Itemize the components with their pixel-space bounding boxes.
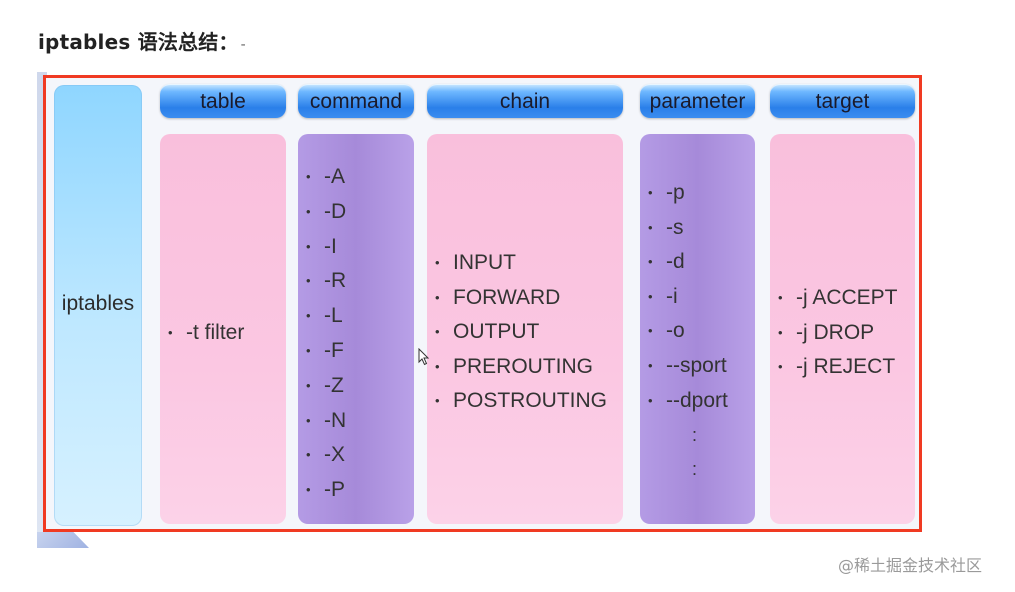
chain-option-item: POSTROUTING [435, 384, 621, 419]
target-option-item: -j REJECT [778, 350, 913, 385]
parameter-option-item: -i [648, 280, 753, 315]
command-option-item: -X [306, 438, 412, 473]
command-option-item: -I [306, 230, 412, 265]
table-options-list: -t filter [168, 316, 284, 350]
command-option-item: -D [306, 195, 412, 230]
parameter-more-dot: : [692, 459, 698, 479]
header-parameter: parameter [640, 84, 755, 118]
page-title: iptables 语法总结：- [38, 26, 246, 55]
chain-options-list: INPUTFORWARDOUTPUTPREROUTINGPOSTROUTING [435, 246, 621, 419]
mouse-pointer-icon [418, 348, 430, 366]
page-title-text: iptables 语法总结： [38, 30, 239, 54]
command-option-item: -Z [306, 369, 412, 404]
command-option-item: -A [306, 160, 412, 195]
chain-option-item: OUTPUT [435, 315, 621, 350]
command-options-list: -A-D-I-R-L-F-Z-N-X-P [306, 160, 412, 508]
parameter-more-dot: : [692, 425, 698, 445]
watermark: @稀土掘金技术社区 [838, 556, 983, 575]
column-parameter: -p-s-d-i-o--sport--dport :: [640, 134, 755, 524]
header-command: command [298, 84, 414, 118]
slide-left-edge [37, 72, 47, 548]
column-chain: INPUTFORWARDOUTPUTPREROUTINGPOSTROUTING [427, 134, 623, 524]
chain-option-item: INPUT [435, 246, 621, 281]
target-options-list: -j ACCEPT-j DROP-j REJECT [778, 281, 913, 385]
command-option-item: -R [306, 264, 412, 299]
parameter-option-item: --sport [648, 349, 753, 384]
root-node-iptables: iptables [54, 85, 142, 526]
chain-option-item: PREROUTING [435, 350, 621, 385]
parameter-options-list: -p-s-d-i-o--sport--dport [648, 176, 753, 418]
column-target: -j ACCEPT-j DROP-j REJECT [770, 134, 915, 524]
header-table: table [160, 84, 286, 118]
command-option-item: -N [306, 404, 412, 439]
parameter-option-item: -p [648, 176, 753, 211]
parameter-more-ellipsis: :: [692, 418, 697, 486]
table-option-item: -t filter [168, 316, 284, 350]
target-option-item: -j ACCEPT [778, 281, 913, 316]
root-node-label: iptables [61, 292, 135, 315]
command-option-item: -F [306, 334, 412, 369]
header-target: target [770, 84, 915, 118]
parameter-option-item: -s [648, 211, 753, 246]
parameter-option-item: --dport [648, 384, 753, 419]
chain-option-item: FORWARD [435, 281, 621, 316]
column-table: -t filter [160, 134, 286, 524]
slide-corner-accent [37, 532, 89, 548]
command-option-item: -P [306, 473, 412, 508]
command-option-item: -L [306, 299, 412, 334]
page-title-suffix: - [240, 37, 246, 53]
column-command: -A-D-I-R-L-F-Z-N-X-P [298, 134, 414, 524]
parameter-option-item: -o [648, 314, 753, 349]
target-option-item: -j DROP [778, 316, 913, 351]
parameter-option-item: -d [648, 245, 753, 280]
header-chain: chain [427, 84, 623, 118]
